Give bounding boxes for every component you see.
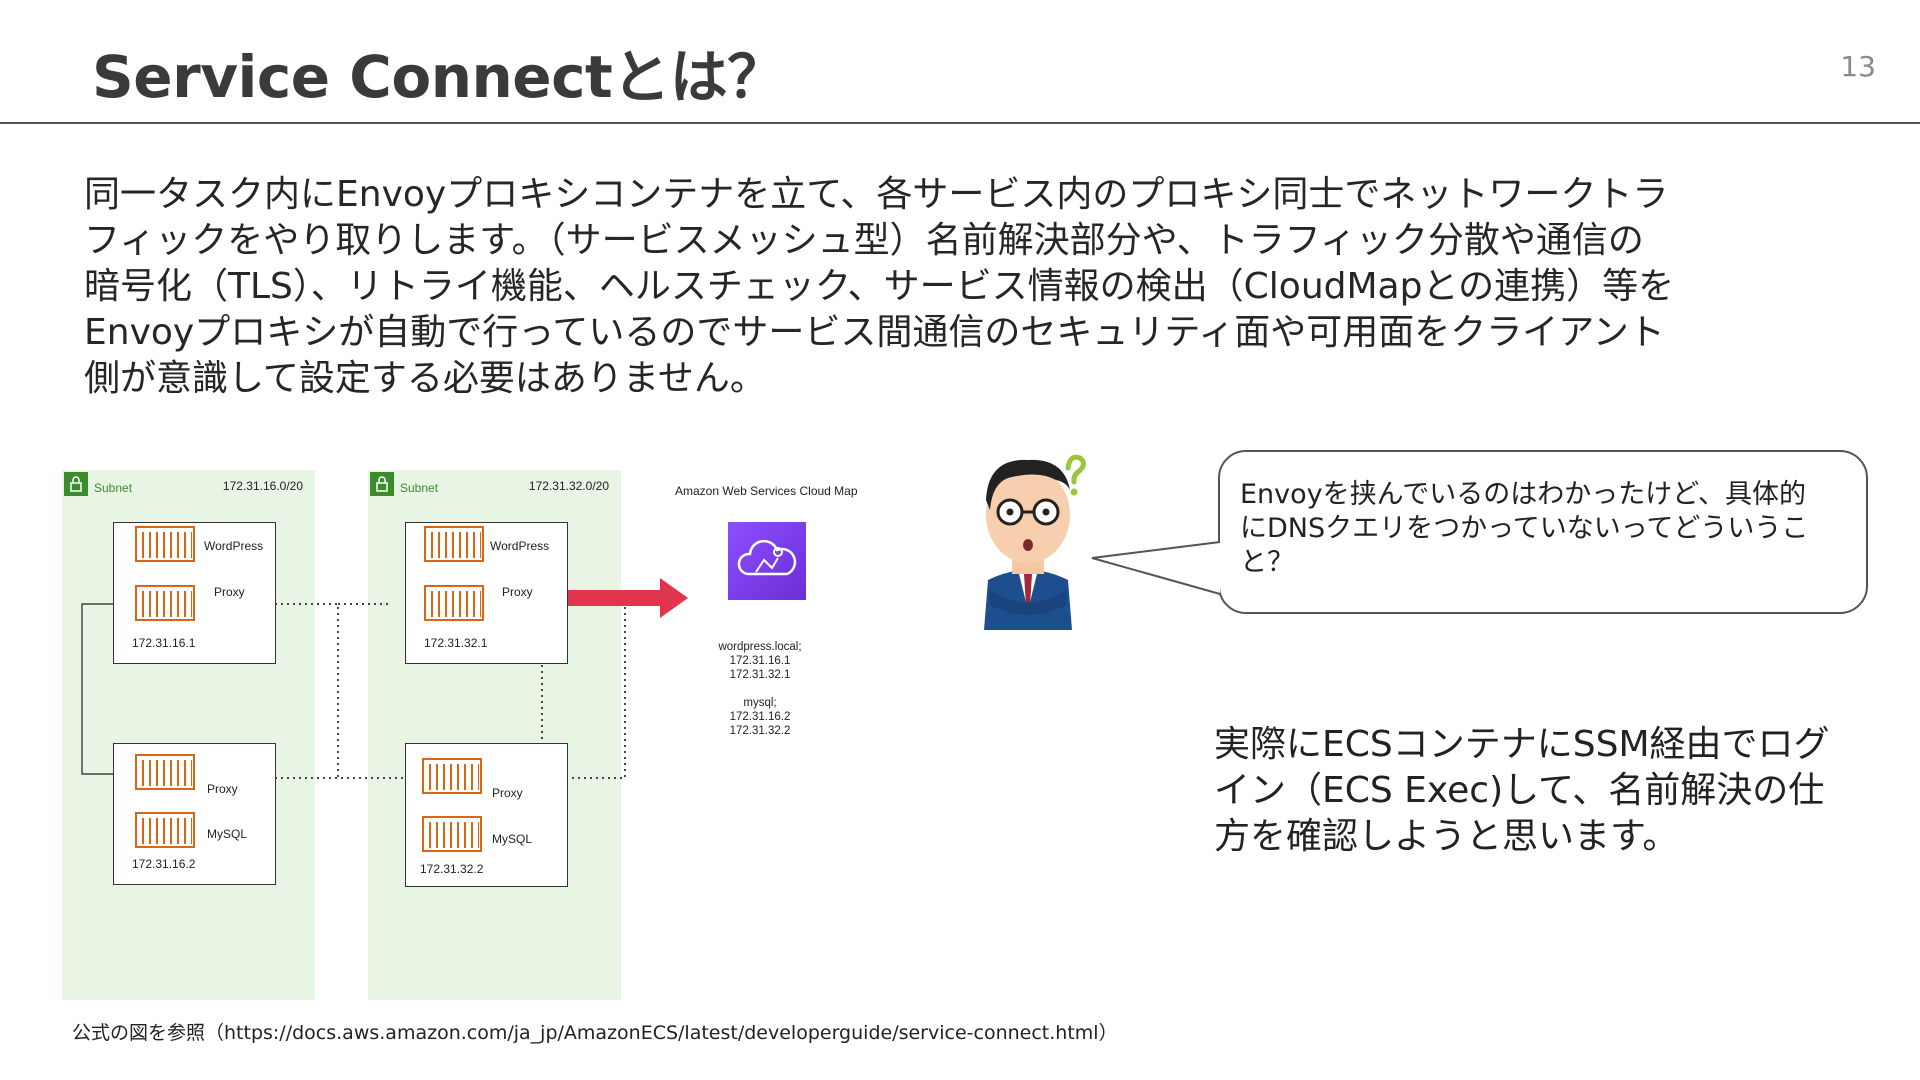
- app-label: WordPress: [204, 539, 264, 553]
- dns-line: wordpress.local;: [718, 641, 802, 653]
- body-line: フィックをやり取りします。（サービスメッシュ型）名前解決部分や、トラフィック分散…: [84, 220, 1644, 261]
- cloud-map-icon: [728, 522, 806, 600]
- body-line: 暗号化（TLS）、リトライ機能、ヘルスチェック、サービス情報の検出（CloudM…: [84, 266, 1675, 307]
- speech-bubble-tail: [1091, 541, 1221, 595]
- bubble-line: と？: [1240, 547, 1294, 578]
- page-number: 13: [1840, 50, 1876, 83]
- task-wordpress-1: WordPress Proxy 172.31.16.1: [113, 522, 276, 664]
- bubble-line: にDNSクエリをつかっていないってどういうこ: [1240, 513, 1809, 544]
- dns-line: 172.31.16.2: [729, 711, 791, 723]
- lock-icon: [64, 472, 88, 496]
- proxy-label: Proxy: [492, 786, 523, 800]
- proxy-container-icon: [135, 754, 195, 790]
- body-line: 同一タスク内にEnvoyプロキシコンテナを立て、各サービス内のプロキシ同士でネッ…: [84, 174, 1669, 215]
- dns-line: 172.31.32.2: [729, 725, 791, 737]
- dns-line: mysql;: [743, 697, 777, 709]
- subnet-cidr: 172.31.16.0/20: [222, 479, 303, 493]
- task-ip: 172.31.16.1: [132, 636, 196, 650]
- app-label: MySQL: [207, 827, 248, 841]
- task-ip: 172.31.16.2: [132, 857, 196, 871]
- cloud-map-title: Amazon Web Services Cloud Map: [675, 484, 858, 498]
- confused-businessman-icon: [984, 454, 1086, 630]
- lock-icon: [370, 472, 394, 496]
- note-line: 実際にECSコンテナにSSM経由でログ: [1214, 724, 1830, 765]
- task-mysql-1: Proxy MySQL 172.31.16.2: [113, 743, 276, 885]
- subnet-cidr: 172.31.32.0/20: [528, 479, 609, 493]
- dns-records: wordpress.local; 172.31.16.1 172.31.32.1…: [700, 640, 820, 738]
- body-line: 側が意識して設定する必要はありません。: [84, 358, 766, 399]
- proxy-label: Proxy: [502, 585, 533, 599]
- container-icon: [422, 816, 482, 852]
- container-icon: [135, 526, 195, 562]
- dns-line: 172.31.16.1: [729, 655, 791, 667]
- body-line: Envoyプロキシが自動で行っているのでサービス間通信のセキュリティ面や可用面を…: [84, 312, 1665, 353]
- proxy-container-icon: [424, 585, 484, 621]
- subnet-label: Subnet: [94, 481, 133, 495]
- dns-line: 172.31.32.1: [729, 669, 791, 681]
- body-paragraph: 同一タスク内にEnvoyプロキシコンテナを立て、各サービス内のプロキシ同士でネッ…: [84, 172, 1804, 402]
- note-line: イン（ECS Exec)して、名前解決の仕: [1214, 770, 1825, 811]
- proxy-label: Proxy: [214, 585, 245, 599]
- proxy-label: Proxy: [207, 782, 238, 796]
- arrow-right-icon: [568, 578, 688, 618]
- container-icon: [424, 526, 484, 562]
- proxy-container-icon: [135, 585, 195, 621]
- source-caption: 公式の図を参照（https://docs.aws.amazon.com/ja_j…: [72, 1022, 1118, 1044]
- dns-line: [700, 682, 820, 696]
- bubble-line: Envoyを挟んでいるのはわかったけど、具体的: [1240, 479, 1806, 510]
- proxy-container-icon: [422, 758, 482, 794]
- title-divider: [0, 122, 1920, 124]
- container-icon: [135, 812, 195, 848]
- note-line: 方を確認しようと思います。: [1214, 816, 1679, 857]
- speech-bubble-text: Envoyを挟んでいるのはわかったけど、具体的 にDNSクエリをつかっていないっ…: [1240, 478, 1840, 580]
- task-mysql-2: Proxy MySQL 172.31.32.2: [405, 743, 568, 887]
- subnet-label: Subnet: [400, 481, 439, 495]
- speech-bubble: [1218, 450, 1868, 614]
- follow-up-note: 実際にECSコンテナにSSM経由でログ イン（ECS Exec)して、名前解決の…: [1214, 722, 1854, 860]
- app-label: WordPress: [490, 539, 550, 553]
- task-ip: 172.31.32.1: [424, 636, 488, 650]
- app-label: MySQL: [492, 832, 533, 846]
- task-wordpress-2: WordPress Proxy 172.31.32.1: [405, 522, 568, 664]
- service-connect-diagram: Subnet 172.31.16.0/20 Subnet 172.31.32.0…: [60, 465, 880, 1005]
- slide-title: Service Connectとは？: [92, 43, 785, 111]
- task-ip: 172.31.32.2: [420, 862, 484, 876]
